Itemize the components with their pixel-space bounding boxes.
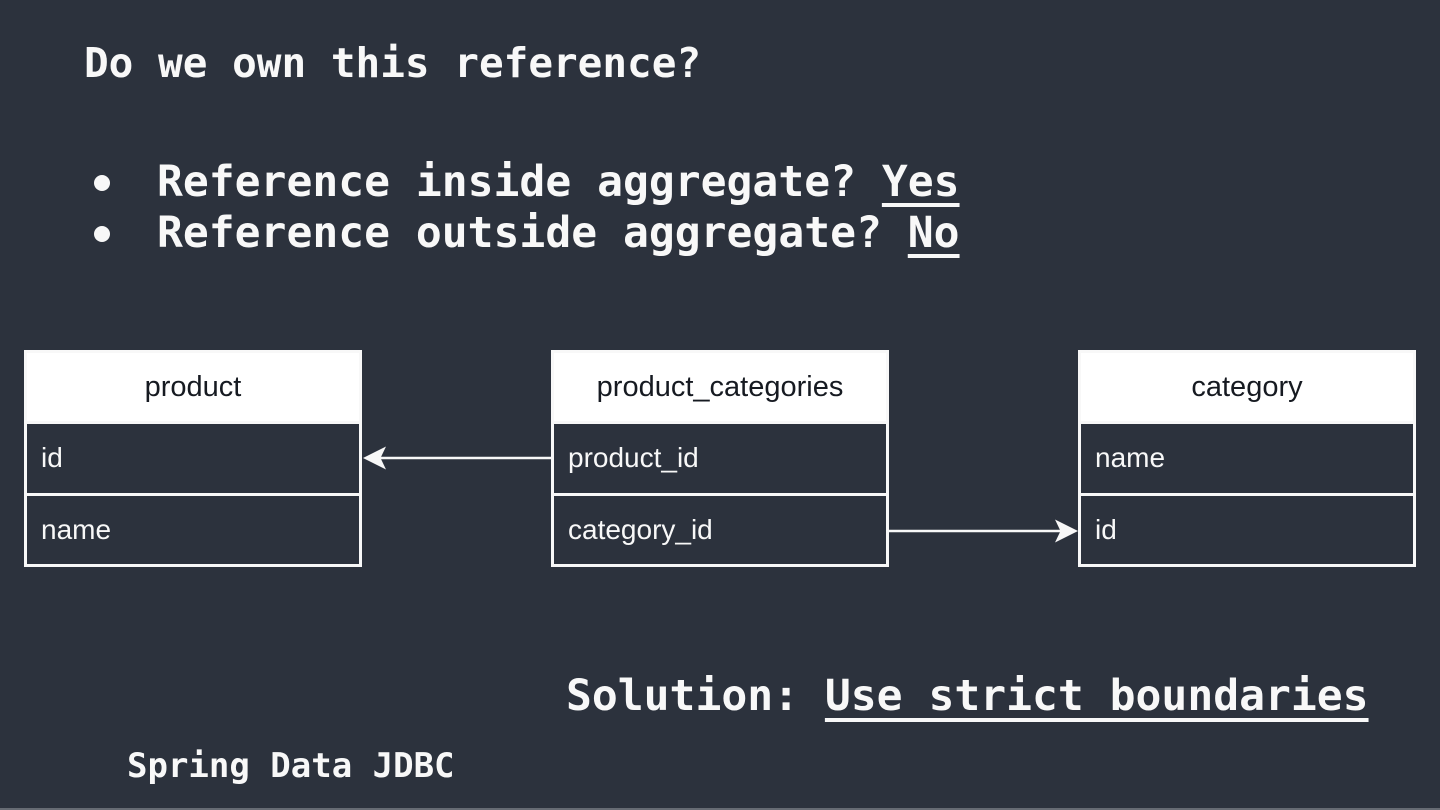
table-product-column-id: id	[27, 421, 359, 492]
solution-emphasis: Use strict boundaries	[824, 671, 1369, 721]
table-product-categories-header: product_categories	[554, 353, 886, 422]
bottom-edge-divider	[0, 808, 1440, 810]
bullet-question: Reference outside aggregate?	[157, 208, 908, 258]
bullet-list: Reference inside aggregate? Yes Referenc…	[94, 157, 960, 259]
footer-label: Spring Data JDBC	[127, 746, 455, 786]
bullet-question: Reference inside aggregate?	[157, 157, 882, 207]
bullet-item-inside: Reference inside aggregate? Yes	[94, 157, 960, 208]
bullet-answer: Yes	[881, 157, 960, 207]
bullet-item-outside: Reference outside aggregate? No	[94, 208, 960, 259]
arrowhead-right-icon	[1055, 519, 1078, 543]
arrowhead-left-icon	[363, 446, 386, 470]
solution-text: Solution: Use strict boundaries	[566, 675, 1369, 718]
table-product-column-name: name	[27, 492, 359, 564]
bullet-text: Reference outside aggregate? No	[157, 212, 960, 255]
table-product-categories-column-product-id: product_id	[554, 421, 886, 492]
bullet-answer: No	[907, 208, 960, 258]
bullet-icon	[94, 174, 110, 191]
table-product-categories-column-category-id: category_id	[554, 492, 886, 564]
solution-label: Solution:	[566, 671, 825, 721]
bullet-icon	[94, 225, 110, 242]
table-category-column-name: name	[1081, 421, 1413, 492]
bullet-text: Reference inside aggregate? Yes	[157, 161, 960, 204]
slide-title: Do we own this reference?	[84, 39, 702, 87]
table-category-column-id: id	[1081, 492, 1413, 564]
table-category-header: category	[1081, 353, 1413, 422]
table-category: category name id	[1078, 350, 1416, 567]
table-product-categories: product_categories product_id category_i…	[551, 350, 889, 567]
table-product-header: product	[27, 353, 359, 422]
table-product: product id name	[24, 350, 362, 567]
